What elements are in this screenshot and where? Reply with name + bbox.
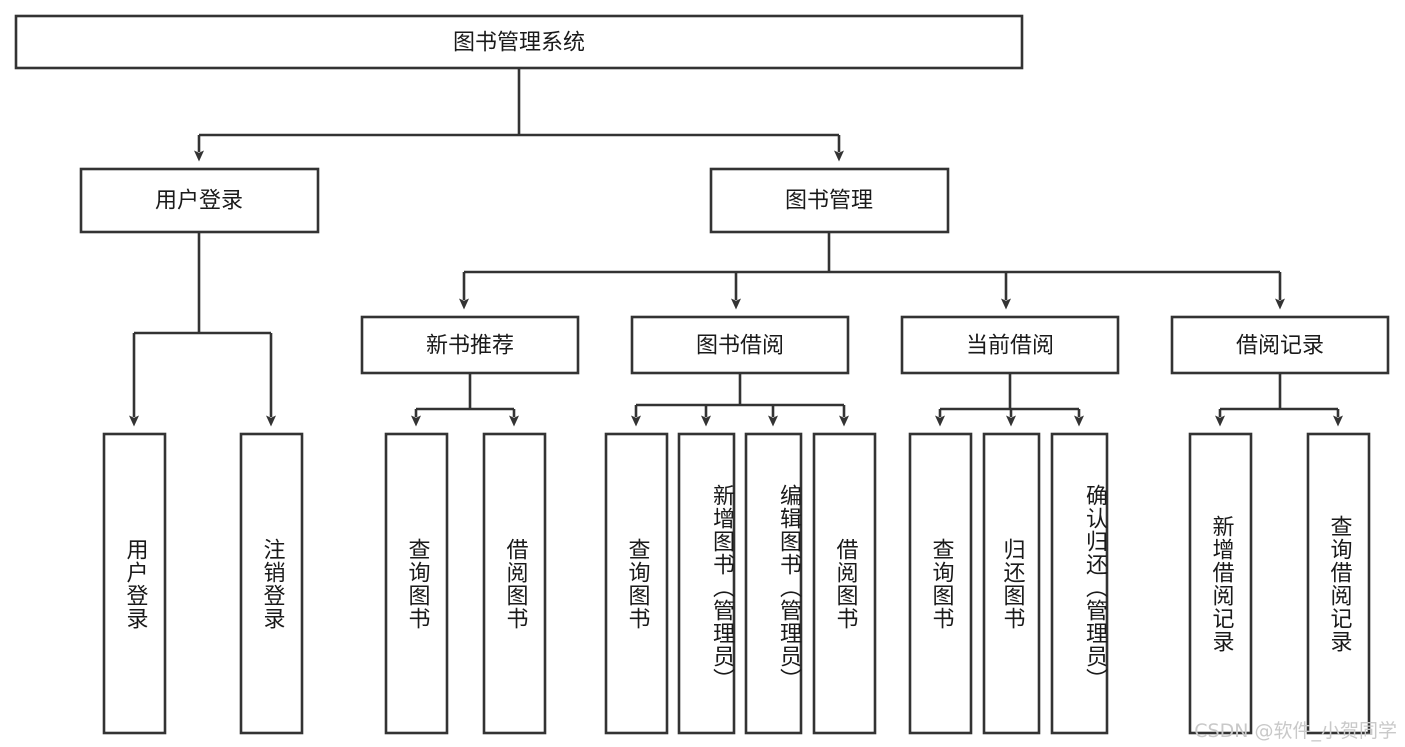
node-root-label: 图书管理系统 — [453, 31, 585, 56]
connector-group-borrow-children — [631, 373, 849, 427]
csdn-watermark: CSDN @软件_小贺同学 — [1194, 720, 1397, 742]
node-book-management[interactable]: 图书管理 — [709, 167, 950, 234]
leaf-box-add-borrow-record[interactable] — [1188, 432, 1253, 735]
node-current-borrow[interactable]: 当前借阅 — [900, 315, 1120, 375]
node-current-borrow-box[interactable] — [900, 315, 1120, 375]
node-user-login-box[interactable] — [79, 167, 320, 234]
leaf-box-edit-book-admin[interactable] — [744, 432, 803, 735]
leaf-box-borrow-book-new[interactable] — [482, 432, 547, 735]
node-user-login-label: 用户登录 — [155, 189, 243, 214]
leaf-box-return-book[interactable] — [982, 432, 1041, 735]
connector-group-userlogin-children — [129, 232, 276, 427]
leaf-box-add-book-admin[interactable] — [677, 432, 736, 735]
connector-group-newbooks-children — [411, 373, 519, 427]
node-borrow-records-box[interactable] — [1170, 315, 1390, 375]
leaf-box-query-book-current[interactable] — [908, 432, 973, 735]
node-new-book-recommend-box[interactable] — [360, 315, 580, 375]
connector-group-records-children — [1215, 373, 1343, 427]
leaf-box-logout[interactable] — [239, 432, 304, 735]
connector-group-current-children — [935, 373, 1084, 427]
leaf-box-query-book-new[interactable] — [384, 432, 449, 735]
leaf-box-query-book-borrow[interactable] — [604, 432, 669, 735]
leaf-box-borrow-book[interactable] — [812, 432, 877, 735]
node-borrow-records[interactable]: 借阅记录 — [1170, 315, 1390, 375]
leaf-box-user-login[interactable] — [102, 432, 167, 735]
node-root-box[interactable] — [14, 14, 1024, 70]
node-book-management-label: 图书管理 — [785, 189, 873, 214]
node-book-management-box[interactable] — [709, 167, 950, 234]
node-book-borrow-box[interactable] — [630, 315, 850, 375]
node-new-book-recommend[interactable]: 新书推荐 — [360, 315, 580, 375]
node-root[interactable]: 图书管理系统 — [14, 14, 1024, 70]
connector-group-root-to-level2 — [194, 68, 844, 162]
node-user-login[interactable]: 用户登录 — [79, 167, 320, 234]
node-borrow-records-label: 借阅记录 — [1236, 334, 1324, 359]
node-current-borrow-label: 当前借阅 — [966, 334, 1054, 359]
leaf-box-query-borrow-record[interactable] — [1306, 432, 1371, 735]
node-new-book-recommend-label: 新书推荐 — [426, 334, 514, 359]
leaf-box-confirm-return-admin[interactable] — [1050, 432, 1109, 735]
connector-group-bookmgmt-children — [459, 232, 1285, 310]
leaf-boxes — [102, 432, 1371, 735]
node-book-borrow-label: 图书借阅 — [696, 334, 784, 359]
node-book-borrow[interactable]: 图书借阅 — [630, 315, 850, 375]
